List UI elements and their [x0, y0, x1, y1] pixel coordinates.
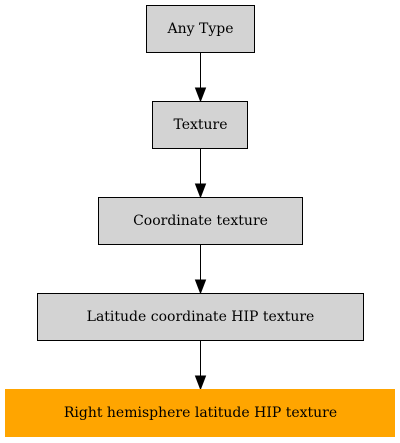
node-box	[5, 389, 395, 437]
edge-texture-to-coordinate-texture	[194, 149, 207, 199]
edge-coordinate-texture-to-latitude-coordinate-hip-texture	[194, 245, 207, 295]
node-label: Coordinate texture	[133, 213, 268, 229]
node-any-type[interactable]: Any Type	[146, 5, 255, 53]
node-latitude-coordinate-hip-texture[interactable]: Latitude coordinate HIP texture	[37, 293, 364, 341]
node-coordinate-texture[interactable]: Coordinate texture	[98, 197, 303, 245]
node-box	[98, 197, 303, 245]
node-box	[152, 101, 248, 149]
node-box	[37, 293, 364, 341]
node-label: Texture	[173, 117, 227, 133]
node-texture[interactable]: Texture	[152, 101, 248, 149]
edge-any-type-to-texture	[194, 53, 207, 103]
node-label: Any Type	[167, 21, 234, 37]
node-label: Latitude coordinate HIP texture	[87, 309, 315, 325]
edge-latitude-coordinate-hip-texture-to-right-hemisphere-latitude-hip-texture	[194, 341, 207, 391]
node-right-hemisphere-latitude-hip-texture[interactable]: Right hemisphere latitude HIP texture	[5, 389, 395, 437]
node-label: Right hemisphere latitude HIP texture	[64, 405, 337, 421]
node-box	[146, 5, 255, 53]
